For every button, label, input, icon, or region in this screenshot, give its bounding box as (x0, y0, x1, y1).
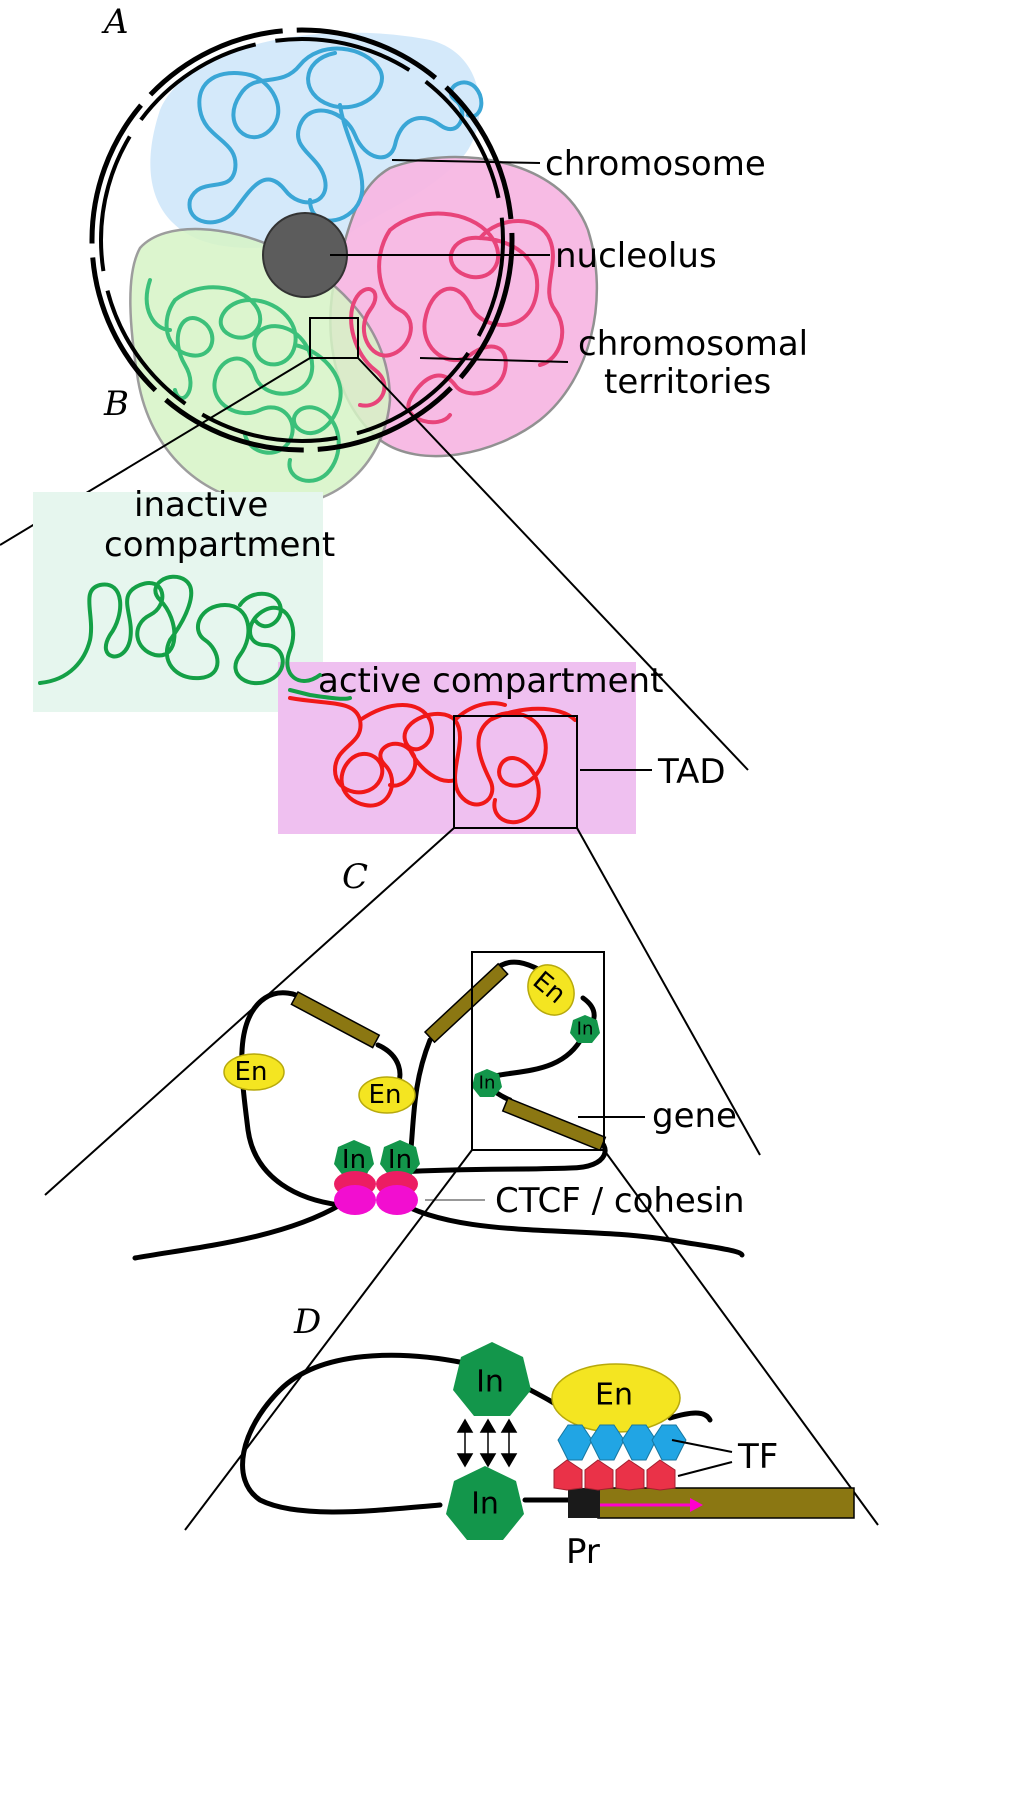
insulator-interaction-arrows (456, 1418, 518, 1468)
enhancer-c3: En (527, 964, 575, 1016)
enhancer-c1: En (223, 1053, 285, 1091)
insulator-c-right-label: In (388, 1145, 412, 1175)
active-chromatin (288, 696, 577, 825)
gene-label: gene (652, 1096, 737, 1136)
territories-label-line1: chromosomal (578, 324, 808, 364)
tf-leader-2 (677, 1461, 733, 1477)
inactive-label-line1: inactive (134, 485, 268, 525)
tad-box (453, 715, 578, 829)
gene-bar-3 (501, 1097, 607, 1152)
insulator-d-top-label: In (476, 1365, 504, 1400)
zoom-box-tad (471, 951, 605, 1151)
pink-chromosome (349, 211, 565, 425)
promoter-panel: D In In (184, 1149, 879, 1572)
inactive-chromatin (38, 574, 352, 701)
promoter (568, 1488, 600, 1518)
nucleolus-label: nucleolus (555, 236, 717, 276)
zoom-line-d-right (603, 1149, 879, 1526)
insulator-c-small-2-label: In (479, 1073, 496, 1094)
zoom-box-nucleus (309, 317, 359, 359)
insulator-d-bottom-label: In (471, 1487, 499, 1522)
panel-label-c: C (342, 857, 368, 897)
tf-blue-row (557, 1424, 687, 1461)
nucleus-panel: A chromosome nucleolus chromosomal terri… (89, 2, 808, 507)
tf-red-row (553, 1459, 676, 1491)
insulator-c-left: In (334, 1140, 374, 1177)
inactive-label-line2: compartment (104, 525, 335, 565)
compartment-panel: B inactive compartment active compartmen… (0, 357, 749, 834)
ctcf-cohesin-complex (334, 1171, 418, 1215)
territories-leader (419, 357, 569, 363)
insulator-c-small-1-label: In (577, 1019, 594, 1040)
enhancer-d-label: En (595, 1378, 633, 1413)
insulator-c-right: In (380, 1140, 420, 1177)
enhancer-d: En (551, 1363, 681, 1433)
green-chromosome (144, 278, 343, 483)
chromosome-leader (391, 159, 541, 164)
panel-label-d: D (293, 1302, 321, 1342)
dna-loop (240, 1352, 713, 1515)
gene-bar-1 (290, 990, 381, 1049)
nuclear-envelope (89, 27, 515, 453)
enhancer-c2-label: En (369, 1080, 402, 1110)
panel-label-b: B (103, 384, 129, 424)
panel-label-a: A (101, 2, 129, 42)
promoter-label: Pr (566, 1532, 600, 1572)
insulator-c-left-label: In (342, 1145, 366, 1175)
tf-leader-1 (671, 1439, 733, 1453)
active-label: active compartment (318, 661, 663, 701)
insulator-d-bottom: In (446, 1466, 524, 1540)
insulator-c-small-2: In (472, 1069, 502, 1097)
zoom-line-b-right (357, 357, 749, 771)
tad-panel: C En En En In In (44, 827, 761, 1261)
gene-body (597, 1487, 855, 1519)
gene-bar-2 (423, 962, 509, 1044)
chromosome-label: chromosome (545, 144, 766, 184)
ctcf-label: CTCF / cohesin (495, 1181, 745, 1221)
tf-label: TF (737, 1437, 778, 1477)
insulator-c-small-1: In (570, 1015, 600, 1043)
transcription-arrow (600, 1498, 703, 1512)
zoom-line-d-left (184, 1149, 473, 1531)
insulator-d-top: In (453, 1342, 531, 1416)
tad-label: TAD (657, 752, 726, 792)
enhancer-c1-label: En (235, 1057, 268, 1087)
territories-label-line2: territories (604, 362, 771, 402)
zoom-line-c-right (576, 827, 761, 1156)
enhancer-c2: En (358, 1076, 416, 1114)
